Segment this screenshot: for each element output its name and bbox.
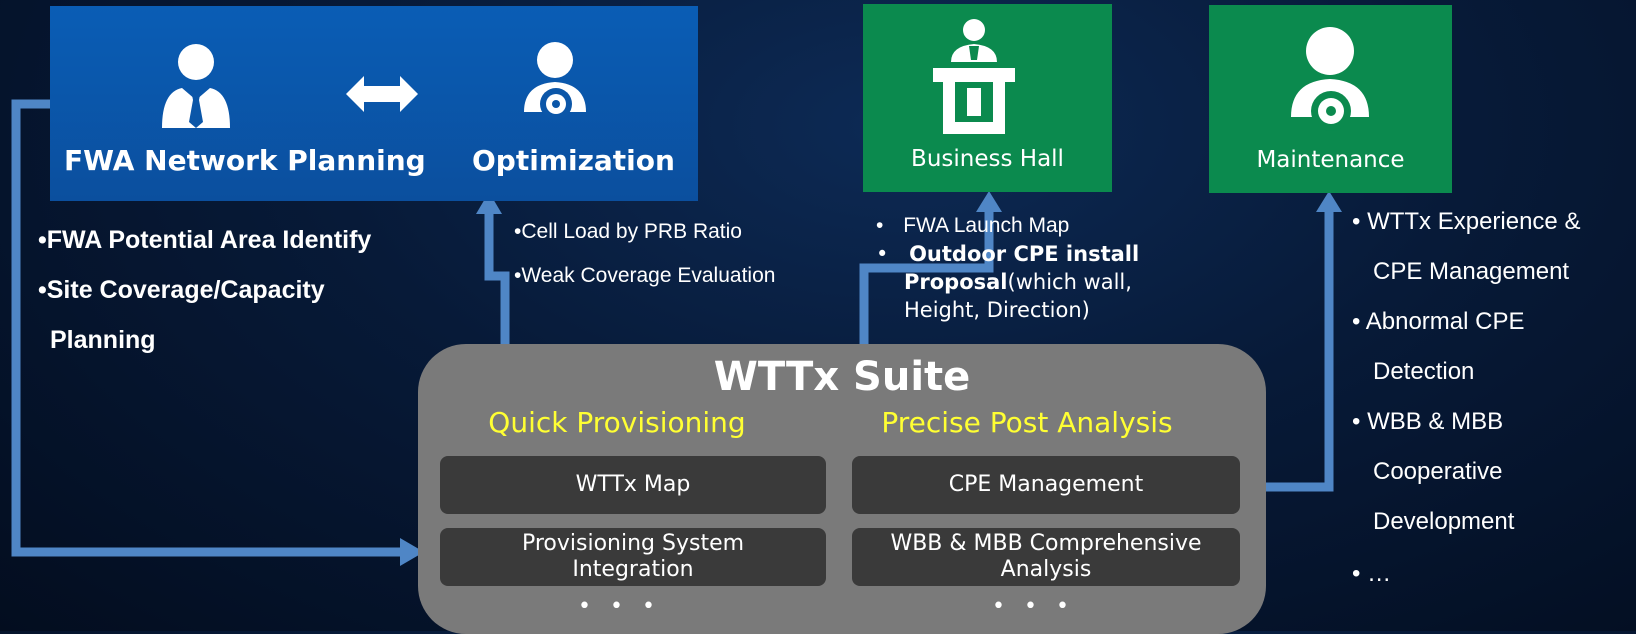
maintenance-box: Maintenance: [1209, 5, 1452, 193]
wttx-map-tile[interactable]: WTTx Map: [440, 456, 826, 514]
wttx-suite-panel: WTTx Suite Quick Provisioning Precise Po…: [418, 344, 1266, 634]
planning-box: FWA Network Planning Optimization: [50, 6, 698, 201]
bullet-marker: •: [876, 242, 889, 266]
podium-icon: [933, 19, 1015, 134]
optimization-bullet: •Weak Coverage Evaluation: [514, 264, 776, 287]
maintenance-bullet: Development: [1373, 508, 1515, 535]
precise-post-analysis-heading: Precise Post Analysis: [881, 406, 1173, 439]
bullet-marker: •: [876, 214, 884, 237]
business-hall-label: Business Hall: [911, 146, 1064, 172]
business-hall-box: Business Hall: [863, 4, 1112, 192]
suite-title: WTTx Suite: [713, 354, 971, 400]
maintenance-bullet: • WTTx Experience &: [1352, 208, 1581, 235]
maintenance-bullet: CPE Management: [1373, 258, 1570, 285]
more-ellipsis: • • •: [992, 594, 1075, 619]
businessman-icon: [162, 44, 230, 128]
planning-bullet: •FWA Potential Area Identify: [38, 226, 372, 254]
maintenance-bullet: Cooperative: [1373, 458, 1503, 485]
business-hall-bullet-text: Height, Direction): [904, 298, 1090, 322]
planning-label: FWA Network Planning: [64, 144, 426, 177]
maintenance-label: Maintenance: [1256, 147, 1405, 173]
business-hall-bullet: FWA Launch Map: [903, 214, 1070, 237]
provisioning-integration-tile[interactable]: Provisioning System Integration: [440, 528, 826, 586]
optimization-label: Optimization: [472, 144, 675, 177]
more-ellipsis: • • •: [578, 594, 661, 619]
planning-bullet: Planning: [50, 326, 156, 354]
maintenance-bullet: • Abnormal CPE: [1352, 308, 1525, 335]
planning-bullet: •Site Coverage/Capacity: [38, 276, 325, 304]
maintenance-bullet: Detection: [1373, 358, 1475, 385]
maintenance-bullet: • …: [1352, 560, 1392, 587]
business-hall-bullet-bold: Outdoor CPE install: [909, 242, 1140, 266]
comprehensive-analysis-tile[interactable]: WBB & MBB Comprehensive Analysis: [852, 528, 1240, 586]
user-gear-icon: [524, 42, 586, 120]
business-hall-bullet-bold: Proposal: [904, 270, 1008, 294]
maintenance-bullet: • WBB & MBB: [1352, 408, 1504, 435]
business-hall-bullet-text: (which wall,: [1007, 270, 1132, 294]
optimization-bullet: •Cell Load by PRB Ratio: [514, 220, 742, 243]
maintenance-user-icon: [1291, 27, 1369, 131]
quick-provisioning-heading: Quick Provisioning: [488, 406, 746, 439]
cpe-management-tile[interactable]: CPE Management: [852, 456, 1240, 514]
double-arrow-icon: [346, 76, 418, 112]
